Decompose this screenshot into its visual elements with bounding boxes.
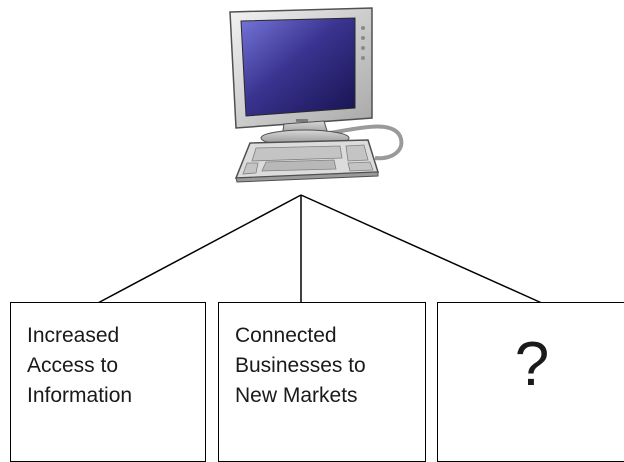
box-connected-businesses: Connected Businesses to New Markets — [218, 302, 426, 462]
box-label: Connected Businesses to New Markets — [235, 324, 366, 407]
connector-lines — [95, 194, 545, 305]
keyboard-icon — [234, 139, 380, 183]
box-unknown: ? — [437, 302, 624, 462]
connector-line-left — [95, 194, 302, 305]
connector-line-right — [300, 194, 545, 305]
computer-monitor-icon — [229, 7, 404, 161]
question-mark: ? — [514, 330, 550, 399]
box-access-to-information: Increased Access to Information — [10, 302, 206, 462]
box-label: Increased Access to Information — [27, 324, 133, 407]
